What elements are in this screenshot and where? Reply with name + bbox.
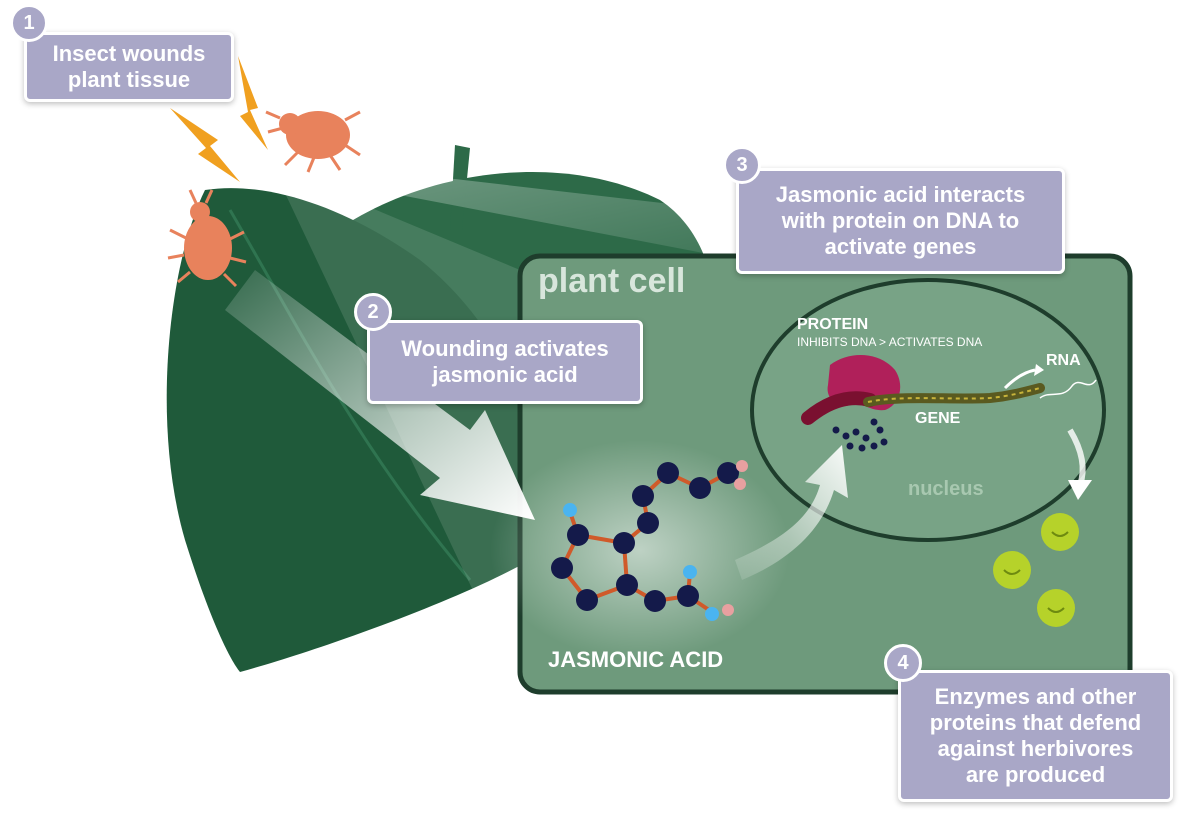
lightning-bolt-left <box>170 108 240 182</box>
step-3-line-2: with protein on DNA to <box>781 208 1020 233</box>
cell-title: plant cell <box>538 262 686 300</box>
nucleus-label: nucleus <box>908 478 984 500</box>
step-4-callout: Enzymes and other proteins that defend a… <box>898 670 1173 802</box>
step-4-line-1: Enzymes and other <box>934 684 1137 709</box>
lightning-bolt-right <box>238 56 268 150</box>
gene-label: GENE <box>915 410 961 427</box>
protein-sublabel: INHIBITS DNA > ACTIVATES DNA <box>797 335 983 349</box>
step-2-line-2: jasmonic acid <box>432 362 578 387</box>
step-2-line-1: Wounding activates <box>401 336 609 361</box>
step-1-line-1: Insect wounds <box>52 41 206 66</box>
mite-top <box>265 110 361 173</box>
step-1-callout: Insect wounds plant tissue <box>24 32 234 102</box>
step-4-line-3: against herbivores <box>937 736 1134 761</box>
mite-left <box>167 189 247 288</box>
step-3-callout: Jasmonic acid interacts with protein on … <box>736 168 1065 274</box>
protein-label: PROTEIN <box>797 316 869 333</box>
step-1-badge: 1 <box>10 4 48 42</box>
step-4-line-2: proteins that defend <box>929 710 1142 735</box>
step-2-badge: 2 <box>354 293 392 331</box>
rna-strand <box>1039 379 1097 399</box>
binding-arrow <box>735 445 848 580</box>
molecule-label: JASMONIC ACID <box>548 647 724 672</box>
rna-arrow <box>1003 368 1036 390</box>
rna-label: RNA <box>1046 352 1081 369</box>
step-4-line-4: are produced <box>965 762 1106 787</box>
molecule-glow <box>490 440 790 660</box>
step-3-badge: 3 <box>723 146 761 184</box>
dna-gene-stripes <box>867 387 1041 403</box>
zoom-beam <box>276 160 740 260</box>
step-4-badge: 4 <box>884 644 922 682</box>
rna-arrowhead <box>1034 364 1044 376</box>
translation-arrowhead <box>1068 480 1092 500</box>
step-3-line-1: Jasmonic acid interacts <box>775 182 1026 207</box>
jasmonic-acid-molecule <box>551 460 748 621</box>
defense-enzymes <box>993 513 1079 627</box>
step-2-callout: Wounding activates jasmonic acid <box>367 320 643 404</box>
step-1-line-2: plant tissue <box>67 67 191 92</box>
bound-jasmonate <box>832 418 888 452</box>
step-3-line-3: activate genes <box>824 234 977 259</box>
